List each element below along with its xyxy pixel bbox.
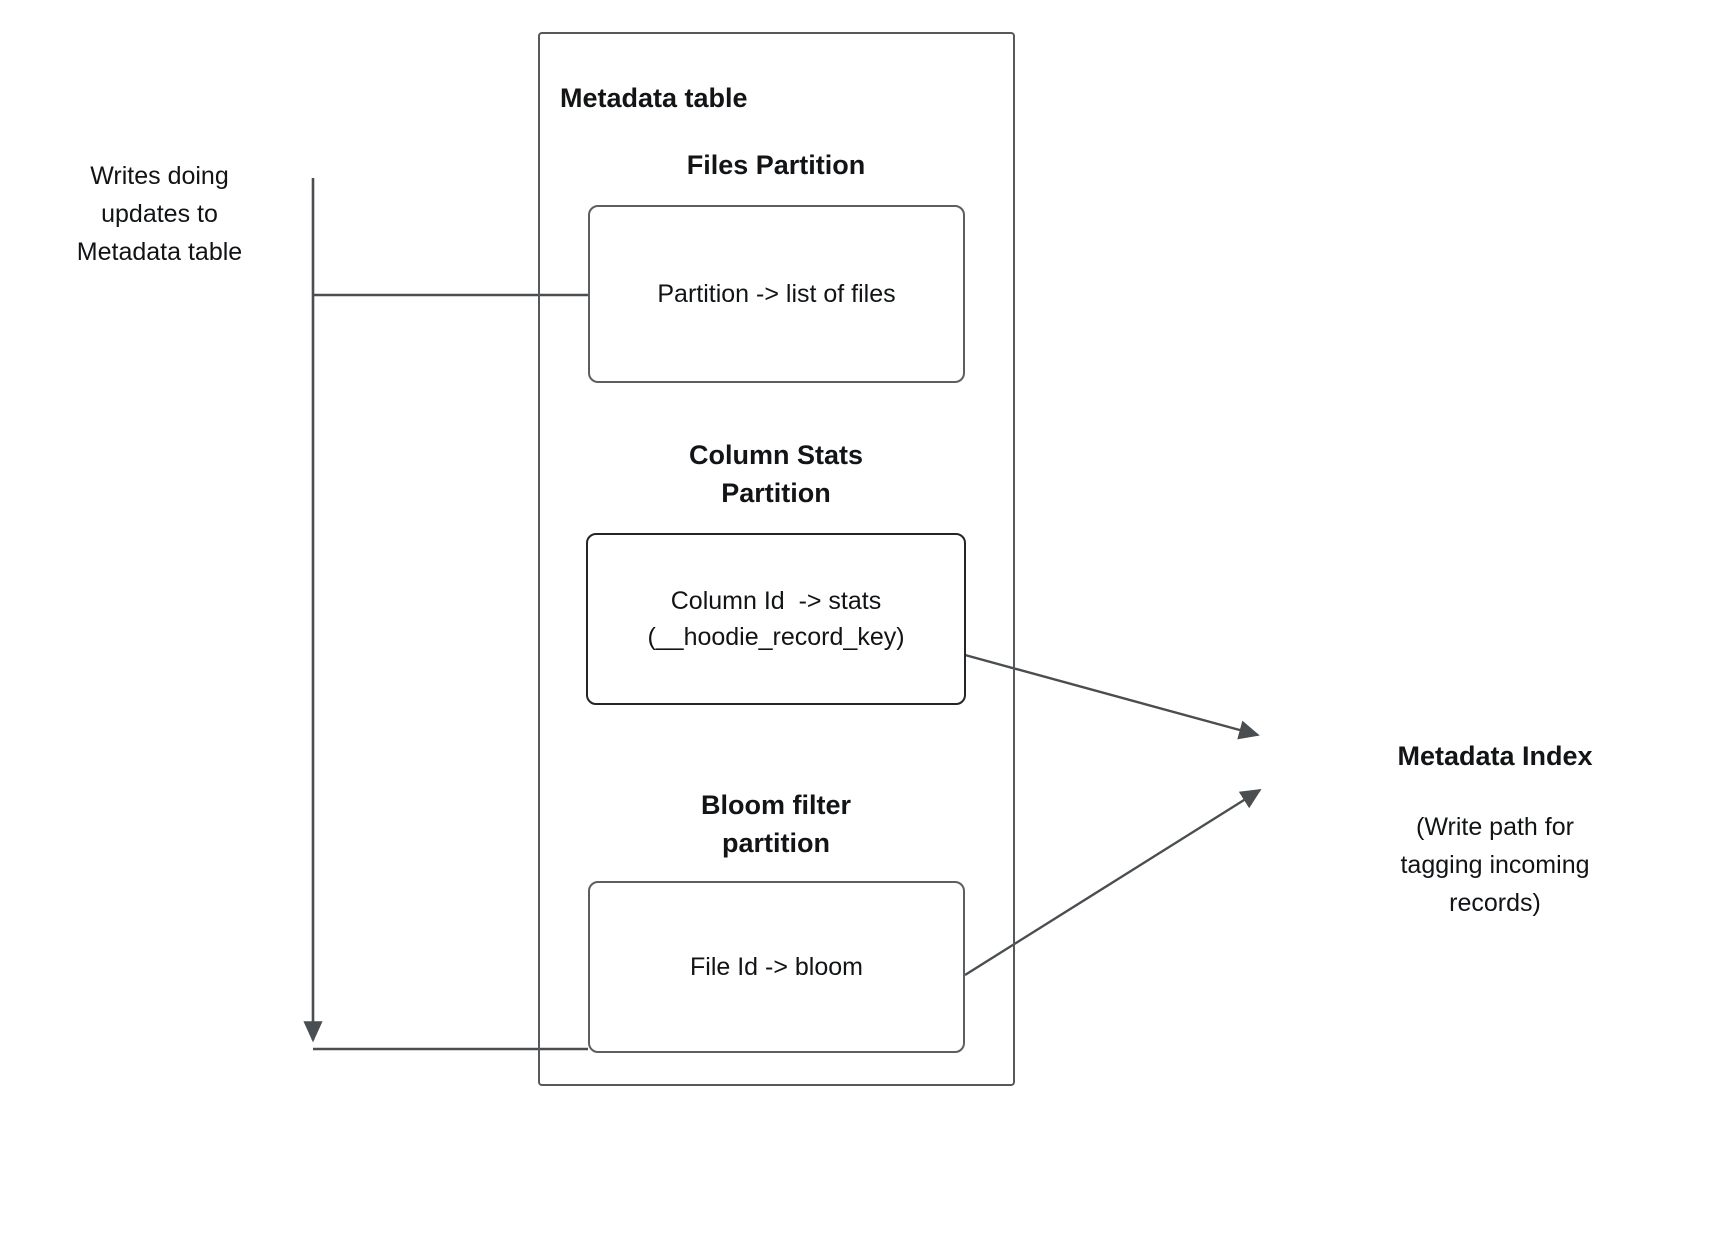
column-stats-partition-box[interactable]: Column Id -> stats (__hoodie_record_key) <box>586 533 966 705</box>
column-stats-partition-title: Column Stats Partition <box>688 440 863 508</box>
bloom-filter-partition-box[interactable]: File Id -> bloom <box>588 881 965 1053</box>
metadata-table-title: Metadata table <box>560 83 748 113</box>
writes-annotation-label: Writes doing updates to Metadata table <box>76 162 243 266</box>
files-partition-box[interactable]: Partition -> list of files <box>588 205 965 383</box>
metadata-index-caption: (Write path for tagging incoming records… <box>1400 813 1590 917</box>
bloom-filter-partition-title: Bloom filter partition <box>700 790 851 858</box>
files-partition-title: Files Partition <box>686 150 866 180</box>
files-partition-box-text: Partition -> list of files <box>657 280 896 308</box>
bloom-filter-box-text: File Id -> bloom <box>690 953 863 981</box>
metadata-table-container <box>538 32 1015 1086</box>
column-stats-box-text: Column Id -> stats (__hoodie_record_key) <box>647 587 905 651</box>
metadata-index-title: Metadata Index <box>1397 741 1593 771</box>
